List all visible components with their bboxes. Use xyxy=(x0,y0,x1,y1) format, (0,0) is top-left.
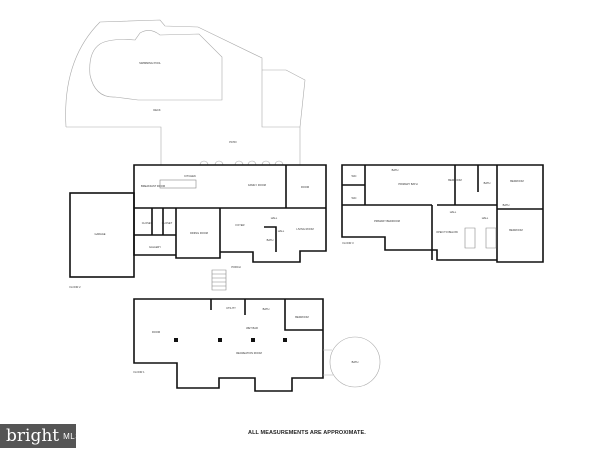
outdoor-bath-outline xyxy=(329,336,381,388)
label-wic-1: WIC xyxy=(351,174,356,178)
label-garage: GARAGE xyxy=(94,232,105,236)
label-room: ROOM xyxy=(301,185,309,189)
label-recreation: RECREATION ROOM xyxy=(236,351,262,355)
label-bath-f1: BATH xyxy=(263,307,270,311)
label-hall-3b: HALL xyxy=(482,216,489,220)
label-hall-3a: HALL xyxy=(450,210,457,214)
outdoor-bath-link xyxy=(323,349,333,376)
label-hall-1: HALL xyxy=(271,216,278,220)
label-porch: PORCH xyxy=(231,265,240,269)
label-dining: DINING ROOM xyxy=(190,231,208,235)
label-living: LIVING ROOM xyxy=(296,227,313,231)
label-primary-bath: PRIMARY BATH xyxy=(398,182,417,186)
label-foyer: FOYER xyxy=(236,223,245,227)
label-primary-bedroom: PRIMARY BEDROOM xyxy=(374,219,400,223)
columns xyxy=(174,338,287,342)
label-bedroom-3: BEDROOM xyxy=(509,228,522,232)
label-wetbar: WET BAR xyxy=(246,326,258,330)
label-bath-1: BATH xyxy=(392,168,399,172)
label-floor-1: FLOOR 1 xyxy=(133,370,145,374)
label-family: FAMILY ROOM xyxy=(248,183,266,187)
label-wic-2: WIC xyxy=(351,196,356,200)
label-kitchen: KITCHEN xyxy=(184,174,196,178)
label-floor-2: FLOOR 2 xyxy=(69,285,81,289)
label-deck: DECK xyxy=(153,108,160,112)
label-gallery: GALLERY xyxy=(149,245,161,249)
logo-brand: bright xyxy=(6,426,60,446)
label-bedroom-2: BEDROOM xyxy=(510,179,523,183)
floor1-walls xyxy=(133,298,324,392)
label-room-f1: ROOM xyxy=(152,330,160,334)
label-utility: UTILITY xyxy=(226,306,236,310)
floor3-stairs xyxy=(464,227,497,249)
patio-doors xyxy=(199,160,284,166)
label-bath: BATH xyxy=(267,238,274,242)
floor3-walls xyxy=(341,164,544,263)
porch-stairs xyxy=(211,269,227,291)
label-open-to-below: OPEN TO BELOW xyxy=(436,230,458,234)
label-pool: SWIMMING POOL xyxy=(139,61,161,65)
label-closet-1: CLOSET xyxy=(142,221,153,225)
label-closet-2: CLOSET xyxy=(162,221,173,225)
label-bedroom-1: BEDROOM xyxy=(448,178,461,182)
pool-outline xyxy=(89,30,223,101)
label-hall-2: HALL xyxy=(278,229,285,233)
label-bedroom-f1: BEDROOM xyxy=(295,315,308,319)
label-patio: PATIO xyxy=(229,140,236,144)
floor2-walls xyxy=(133,164,327,263)
measurement-note: ALL MEASUREMENTS ARE APPROXIMATE. xyxy=(248,430,366,436)
label-bath-2: BATH xyxy=(484,181,491,185)
kitchen-island xyxy=(159,179,197,189)
label-breakfast: BREAKFAST ROOM xyxy=(141,184,165,188)
label-outdoor-bath: BATH xyxy=(352,360,359,364)
logo-suffix: MLS xyxy=(63,431,82,441)
label-floor-3: FLOOR 3 xyxy=(342,241,354,245)
deck-outline xyxy=(65,19,306,165)
bright-mls-logo: bright MLS xyxy=(0,424,81,448)
label-bath-3: BATH xyxy=(503,203,510,207)
